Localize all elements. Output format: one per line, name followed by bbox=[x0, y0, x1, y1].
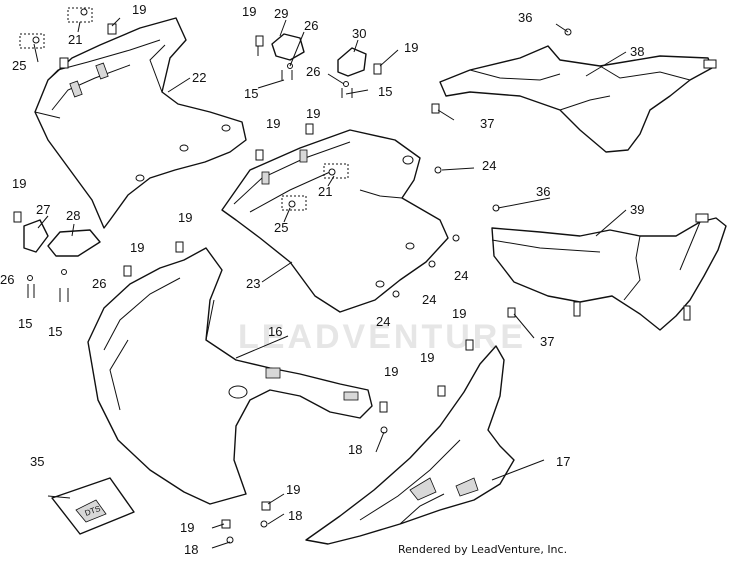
callout-36: 36 bbox=[536, 184, 550, 199]
bracket-30 bbox=[337, 47, 367, 77]
callout-22: 22 bbox=[192, 70, 206, 85]
callout-35: 35 bbox=[30, 454, 44, 469]
fairing-panel-22 bbox=[34, 17, 247, 229]
callout-26: 26 bbox=[304, 18, 318, 33]
bracket-29 bbox=[271, 33, 305, 61]
callout-19: 19 bbox=[286, 482, 300, 497]
callout-19: 19 bbox=[452, 306, 466, 321]
callout-19: 19 bbox=[404, 40, 418, 55]
callout-37: 37 bbox=[540, 334, 554, 349]
callout-21: 21 bbox=[68, 32, 82, 47]
callout-18: 18 bbox=[184, 542, 198, 557]
callout-19: 19 bbox=[306, 106, 320, 121]
bracket-28 bbox=[47, 229, 101, 257]
callout-23: 23 bbox=[246, 276, 260, 291]
hardware bbox=[13, 7, 572, 544]
callout-15: 15 bbox=[18, 316, 32, 331]
callout-24: 24 bbox=[422, 292, 436, 307]
callout-15: 15 bbox=[378, 84, 392, 99]
callout-26: 26 bbox=[92, 276, 106, 291]
side-cover-39 bbox=[491, 213, 727, 331]
callout-26: 26 bbox=[306, 64, 320, 79]
callout-19: 19 bbox=[132, 2, 146, 17]
callout-27: 27 bbox=[36, 202, 50, 217]
callout-29: 29 bbox=[274, 6, 288, 21]
callout-25: 25 bbox=[12, 58, 26, 73]
callout-36: 36 bbox=[518, 10, 532, 25]
decal-35: DTS bbox=[51, 477, 135, 535]
callout-19: 19 bbox=[130, 240, 144, 255]
callout-labels: 19 21 25 22 19 29 26 15 30 19 26 15 36 3… bbox=[0, 2, 644, 557]
footer-credit: Rendered by LeadVenture, Inc. bbox=[398, 543, 567, 556]
callout-19: 19 bbox=[266, 116, 280, 131]
callout-18: 18 bbox=[348, 442, 362, 457]
side-cover-38 bbox=[439, 45, 717, 153]
bracket-27 bbox=[23, 219, 49, 253]
leader-lines bbox=[33, 17, 627, 549]
fairing-center-23 bbox=[221, 129, 449, 313]
callout-18: 18 bbox=[288, 508, 302, 523]
callout-17: 17 bbox=[556, 454, 570, 469]
callout-21: 21 bbox=[318, 184, 332, 199]
callout-25: 25 bbox=[274, 220, 288, 235]
callout-26: 26 bbox=[0, 272, 14, 287]
belly-pan-17 bbox=[305, 345, 515, 545]
callout-19: 19 bbox=[242, 4, 256, 19]
callout-39: 39 bbox=[630, 202, 644, 217]
callout-15: 15 bbox=[244, 86, 258, 101]
callout-38: 38 bbox=[630, 44, 644, 59]
callout-19: 19 bbox=[420, 350, 434, 365]
callout-24: 24 bbox=[454, 268, 468, 283]
callout-19: 19 bbox=[12, 176, 26, 191]
callout-28: 28 bbox=[66, 208, 80, 223]
callout-19: 19 bbox=[180, 520, 194, 535]
callout-16: 16 bbox=[268, 324, 282, 339]
fairing-lower-16 bbox=[87, 247, 373, 505]
callout-19: 19 bbox=[384, 364, 398, 379]
callout-24: 24 bbox=[482, 158, 496, 173]
callout-37: 37 bbox=[480, 116, 494, 131]
callout-19: 19 bbox=[178, 210, 192, 225]
callout-30: 30 bbox=[352, 26, 366, 41]
callout-15: 15 bbox=[48, 324, 62, 339]
callout-24: 24 bbox=[376, 314, 390, 329]
